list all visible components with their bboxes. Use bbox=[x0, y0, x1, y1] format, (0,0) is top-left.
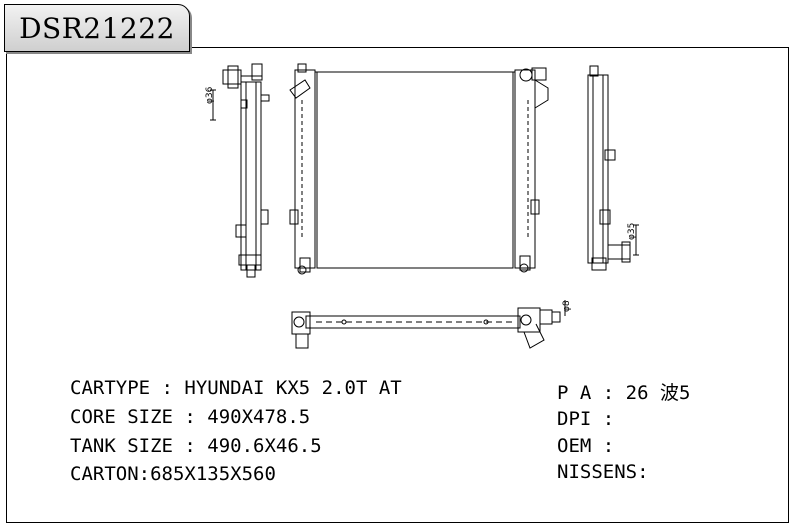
front-view bbox=[289, 63, 549, 275]
drawing-sheet bbox=[6, 47, 789, 523]
spec-core-size: CORE SIZE : 490X478.5 bbox=[70, 406, 311, 428]
outlet-dimension: φ35 bbox=[627, 223, 637, 240]
drain-dimension: φ8 bbox=[562, 300, 572, 312]
part-number-tab: DSR21222 bbox=[4, 4, 190, 52]
spec-carton: CARTON:685X135X560 bbox=[70, 463, 276, 485]
spec-cartype: CARTYPE : HYUNDAI KX5 2.0T AT bbox=[70, 377, 402, 399]
spec-dpi: DPI : bbox=[557, 408, 626, 430]
left-side-view bbox=[210, 63, 270, 278]
spec-pa: P A : 26 波5 bbox=[557, 382, 691, 404]
spec-nissens: NISSENS: bbox=[557, 461, 649, 483]
spec-tank-size: TANK SIZE : 490.6X46.5 bbox=[70, 435, 322, 457]
bottom-view bbox=[291, 300, 566, 349]
part-number: DSR21222 bbox=[19, 11, 175, 45]
right-side-view bbox=[587, 65, 639, 271]
spec-oem: OEM : bbox=[557, 435, 626, 457]
inlet-dimension: φ36 bbox=[205, 86, 215, 104]
